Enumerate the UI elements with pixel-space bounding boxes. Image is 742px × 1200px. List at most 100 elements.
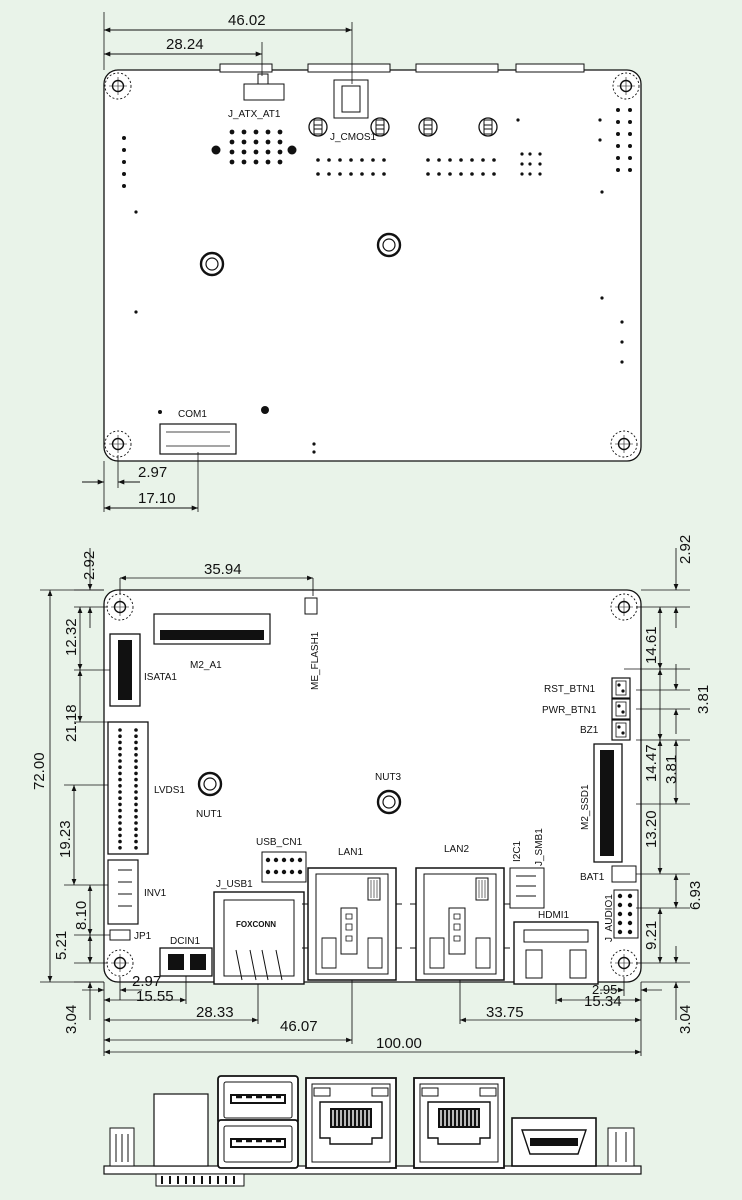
via-dot bbox=[371, 172, 375, 176]
top-nut-center bbox=[376, 232, 402, 258]
via-dot bbox=[134, 210, 138, 214]
lvds-pin bbox=[118, 777, 122, 782]
lvds-pin bbox=[134, 777, 138, 782]
lvds-pin bbox=[134, 821, 138, 825]
top-edge-connector-2 bbox=[307, 63, 391, 73]
via-dot bbox=[620, 360, 624, 364]
lvds-pin bbox=[134, 802, 138, 807]
via-dot bbox=[312, 450, 316, 454]
me-flash1-jumper bbox=[304, 597, 318, 615]
via-dot bbox=[211, 145, 221, 155]
lvds-pin bbox=[134, 771, 138, 776]
nut3 bbox=[376, 789, 402, 815]
usb-cn-pin bbox=[273, 869, 279, 875]
via-dot bbox=[371, 158, 375, 162]
via-dot bbox=[277, 149, 283, 155]
pwr-btn1-header bbox=[611, 698, 631, 720]
inv1-label: INV1 bbox=[144, 888, 167, 899]
side-usb-upper bbox=[216, 1074, 300, 1126]
dim-14-61: 14.61 bbox=[643, 626, 660, 664]
via-dot bbox=[253, 149, 259, 155]
dim-15-55: 15.55 bbox=[136, 988, 174, 1005]
j-atx-at1-label: J_ATX_AT1 bbox=[228, 109, 281, 120]
lvds-pin bbox=[118, 802, 122, 807]
via-dot bbox=[616, 108, 620, 112]
top-edge-connector-4 bbox=[515, 63, 585, 73]
via-dot bbox=[253, 139, 259, 145]
top-mount-hole-br bbox=[610, 430, 638, 458]
via-dot bbox=[265, 139, 271, 145]
dim-35-94: 35.94 bbox=[204, 561, 242, 578]
lvds-pin bbox=[134, 746, 138, 751]
top-view: J_ATX_AT1 J_CMOS1 COM1 46.02 28.24 2.97 … bbox=[82, 12, 642, 512]
dim-12-32: 12.32 bbox=[63, 618, 80, 656]
lvds1-connector bbox=[107, 721, 149, 855]
dim-28-33: 28.33 bbox=[196, 1004, 234, 1021]
lvds-pin bbox=[134, 728, 138, 732]
via-dot bbox=[265, 129, 271, 135]
audio-pin bbox=[627, 929, 633, 935]
via-dot bbox=[600, 190, 604, 194]
via-dot bbox=[628, 132, 632, 136]
top-nut-left bbox=[199, 251, 225, 277]
via-dot bbox=[470, 172, 474, 176]
via-dot bbox=[382, 158, 386, 162]
via-dot bbox=[516, 118, 520, 122]
via-dot bbox=[616, 120, 620, 124]
via-dot bbox=[437, 172, 441, 176]
lvds-pin bbox=[118, 839, 122, 844]
audio-pin bbox=[617, 911, 623, 917]
via-dot bbox=[360, 158, 364, 162]
via-dot bbox=[600, 296, 604, 300]
usb-cn-pin bbox=[281, 857, 287, 863]
dim-6-93: 6.93 bbox=[687, 881, 704, 910]
m2-a1-contacts bbox=[160, 630, 264, 640]
bat1-label: BAT1 bbox=[580, 872, 605, 883]
via-dot bbox=[265, 149, 271, 155]
lvds-pin bbox=[134, 753, 138, 757]
bat1-header bbox=[611, 865, 637, 883]
lvds-pin bbox=[118, 734, 122, 738]
cmos-header-inner bbox=[341, 85, 361, 113]
j-cmos1-label: J_CMOS1 bbox=[330, 132, 377, 143]
isata1-contacts bbox=[118, 640, 132, 700]
usb-cn1-label: USB_CN1 bbox=[256, 837, 303, 848]
via-dot bbox=[277, 159, 283, 165]
rst-btn1-header bbox=[611, 677, 631, 699]
via-dot bbox=[122, 160, 126, 164]
usb-cn1-pins bbox=[265, 857, 303, 875]
com1-label: COM1 bbox=[178, 409, 207, 420]
lvds-pin bbox=[134, 734, 138, 738]
via-dot bbox=[598, 118, 602, 122]
via-dot bbox=[528, 162, 532, 166]
top-edge-connector-1 bbox=[219, 63, 273, 73]
dim-15-34: 15.34 bbox=[584, 993, 622, 1010]
rst-btn1-label: RST_BTN1 bbox=[544, 684, 596, 695]
via-dot bbox=[459, 172, 463, 176]
nut1-label: NUT1 bbox=[196, 809, 223, 820]
lvds-pin bbox=[118, 796, 122, 800]
via-dot bbox=[158, 410, 162, 414]
hdmi1-label: HDMI1 bbox=[538, 910, 570, 921]
via-dot bbox=[349, 158, 353, 162]
bottom-mount-hole-br bbox=[610, 949, 638, 977]
m2-ssd1-contacts bbox=[600, 750, 614, 856]
lan1-connector bbox=[301, 867, 403, 981]
via-dot bbox=[338, 158, 342, 162]
via-dot bbox=[253, 159, 259, 165]
bottom-board-outline bbox=[103, 589, 642, 983]
via-dot bbox=[616, 132, 620, 136]
dim-100-00: 100.00 bbox=[376, 1035, 422, 1052]
lvds1-label: LVDS1 bbox=[154, 785, 185, 796]
via-dot bbox=[520, 162, 524, 166]
lvds-pin bbox=[118, 846, 122, 850]
com1-connector bbox=[159, 423, 237, 455]
dim-17-10: 17.10 bbox=[138, 490, 176, 507]
via-dot bbox=[253, 129, 259, 135]
via-dot bbox=[481, 158, 485, 162]
dim-5-21: 5.21 bbox=[53, 931, 70, 960]
via-dot bbox=[122, 148, 126, 152]
lvds-pin bbox=[134, 790, 138, 794]
via-dot bbox=[459, 158, 463, 162]
